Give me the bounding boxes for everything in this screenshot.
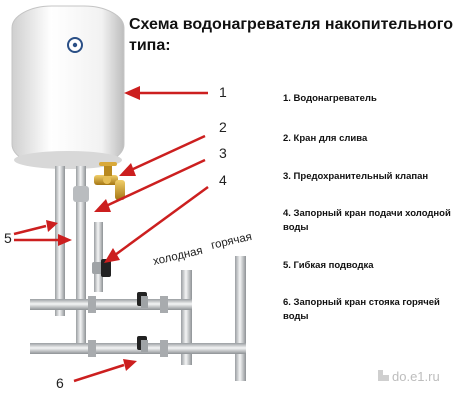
arrow-5a bbox=[13, 220, 58, 236]
callout-2: 2 bbox=[219, 119, 227, 135]
callout-6: 6 bbox=[56, 375, 64, 391]
flex-hose-upper bbox=[73, 186, 89, 202]
tank-body bbox=[11, 5, 125, 167]
cold-pipe-label: холодная bbox=[152, 245, 204, 268]
lower-valve-right-icon bbox=[137, 336, 148, 352]
watermark-logo-icon bbox=[378, 370, 389, 381]
diagram-title: Схема водонагревателя накопительного тип… bbox=[129, 16, 453, 54]
arrow-2 bbox=[119, 134, 206, 176]
callout-arrows bbox=[13, 86, 209, 383]
pipe-coupling-2 bbox=[160, 296, 168, 313]
pipe-coupling-3 bbox=[88, 340, 96, 357]
cold-riser bbox=[181, 270, 192, 365]
middle-vertical-pipe bbox=[76, 166, 86, 354]
water-heater bbox=[11, 5, 125, 169]
callout-3: 3 bbox=[219, 145, 227, 161]
arrow-5b bbox=[14, 234, 72, 246]
legend-item-2: 2. Кран для слива bbox=[283, 133, 368, 144]
arrow-4 bbox=[104, 185, 209, 263]
legend-item-1: 1. Водонагреватель bbox=[283, 93, 377, 104]
callout-4: 4 bbox=[219, 172, 227, 188]
hot-riser bbox=[235, 256, 246, 381]
flex-hose-lower bbox=[94, 222, 103, 292]
arrow-3 bbox=[94, 158, 206, 212]
pipe-coupling-4 bbox=[160, 340, 168, 357]
watermark: do.e1.ru bbox=[392, 369, 440, 384]
drain-tap bbox=[94, 162, 125, 200]
legend-item-6: 6. Запорный кран стояка горячей воды bbox=[283, 297, 440, 322]
hot-pipe-label: горячая bbox=[210, 231, 253, 252]
legend-item-4: 4. Запорный кран подачи холодной воды bbox=[283, 208, 451, 233]
legend-item-3: 3. Предохранительный клапан bbox=[283, 171, 429, 182]
pipe-coupling-1 bbox=[88, 296, 96, 313]
cold-supply-valve-icon bbox=[92, 259, 111, 277]
arrow-6 bbox=[73, 359, 137, 383]
callout-5: 5 bbox=[4, 230, 12, 246]
legend-item-5: 5. Гибкая подводка bbox=[283, 260, 374, 271]
lower-valve-left-icon bbox=[137, 292, 148, 308]
callout-1: 1 bbox=[219, 84, 227, 100]
arrow-1 bbox=[124, 86, 208, 100]
tank-bottom bbox=[14, 151, 122, 169]
thermostat-badge-icon bbox=[67, 37, 83, 53]
cold-horizontal-pipe bbox=[30, 299, 192, 310]
